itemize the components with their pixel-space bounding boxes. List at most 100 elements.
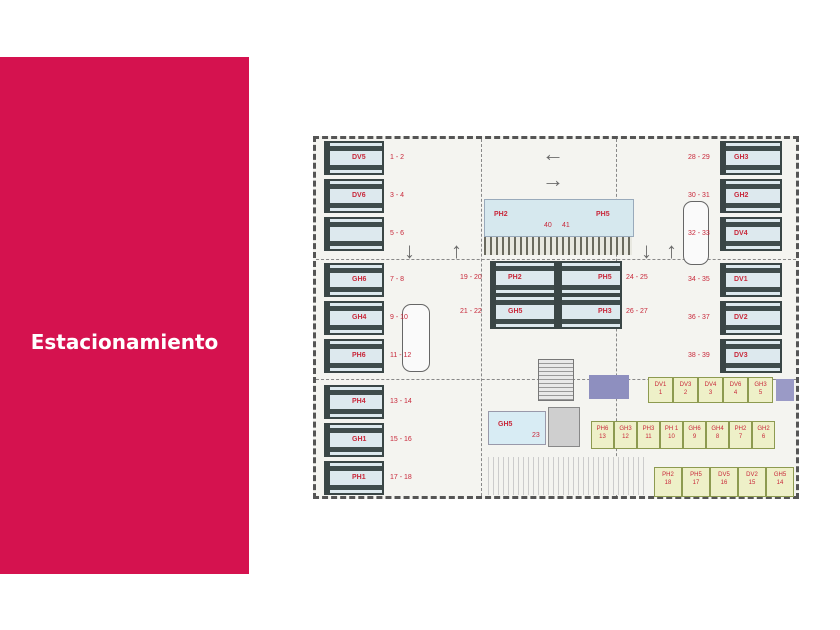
parking-stall[interactable] — [324, 263, 384, 297]
storage-unit-label: PH6 — [596, 426, 609, 432]
storage-unit-label: GH2 — [757, 426, 770, 432]
storage-unit-number: 3 — [708, 390, 713, 396]
arrow-down-icon: ↓ — [404, 238, 415, 263]
grid-line — [481, 139, 482, 496]
parking-stall[interactable] — [490, 261, 556, 295]
stall-unit-label: DV5 — [352, 154, 366, 161]
storage-unit-label: PH 1 — [664, 426, 679, 432]
storage-unit-label: GH6 — [688, 426, 701, 432]
storage-purple-block — [776, 379, 794, 401]
parking-stall[interactable] — [720, 141, 782, 175]
parking-stall[interactable] — [556, 295, 622, 329]
stall-space-numbers: 36 - 37 — [688, 314, 710, 321]
parking-stall[interactable] — [324, 339, 384, 373]
arrow-down-icon: ↓ — [641, 238, 652, 263]
arrow-left-icon: ← — [542, 141, 564, 166]
stall-unit-label: GH1 — [352, 436, 367, 443]
parking-stall[interactable] — [720, 339, 782, 373]
single-parking-space[interactable] — [488, 411, 546, 445]
upper-space-number: 41 — [562, 222, 570, 229]
storage-unit-number: 15 — [748, 480, 756, 486]
storage-unit-label: DV2 — [746, 472, 758, 478]
storage-unit-number: 5 — [758, 390, 763, 396]
stall-unit-label: DV6 — [352, 192, 366, 199]
parking-stall[interactable] — [720, 301, 782, 335]
parking-stall[interactable] — [324, 217, 384, 251]
storage-unit-number: 7 — [738, 434, 743, 440]
storage-unit-label: GH3 — [754, 382, 767, 388]
stall-space-numbers: 28 - 29 — [688, 154, 710, 161]
car-icon — [402, 304, 430, 372]
parking-stall[interactable] — [720, 263, 782, 297]
parking-stall[interactable] — [556, 261, 622, 295]
stall-unit-label: PH3 — [598, 308, 612, 315]
stall-space-numbers: 32 - 33 — [688, 230, 710, 237]
stall-space-numbers: 19 - 20 — [460, 274, 482, 281]
storage-unit-label: GH3 — [619, 426, 632, 432]
stall-unit-label: DV4 — [734, 230, 748, 237]
parking-stall[interactable] — [490, 295, 556, 329]
stall-unit-label: GH2 — [734, 192, 749, 199]
stall-unit-label: GH3 — [734, 154, 749, 161]
car-icon — [683, 201, 709, 265]
stall-space-numbers: 24 - 25 — [626, 274, 648, 281]
arrow-right-icon: → — [542, 167, 564, 192]
parking-stall[interactable] — [720, 217, 782, 251]
stall-space-numbers: 30 - 31 — [688, 192, 710, 199]
stall-space-numbers: 23 — [532, 432, 540, 439]
upper-platform — [484, 199, 634, 237]
stall-unit-label: PH1 — [352, 474, 366, 481]
parking-stall[interactable] — [324, 141, 384, 175]
copyright-watermark: ©2022 Rent-A-House Mexico — [4, 599, 192, 614]
parking-stall[interactable] — [324, 179, 384, 213]
stall-space-numbers: 15 - 16 — [390, 436, 412, 443]
storage-unit-label: GH4 — [711, 426, 724, 432]
stall-unit-label: PH6 — [352, 352, 366, 359]
storage-unit-number: 17 — [692, 480, 700, 486]
storage-unit-label: PH2 — [662, 472, 674, 478]
storage-unit-number: 11 — [645, 434, 652, 440]
grid-line — [316, 259, 796, 260]
parking-stall[interactable] — [324, 301, 384, 335]
stall-space-numbers: 17 - 18 — [390, 474, 412, 481]
storage-unit-label: PH5 — [690, 472, 702, 478]
arrow-up-icon: ↑ — [451, 238, 462, 263]
storage-unit[interactable]: PH 1 10 — [660, 421, 683, 449]
storage-unit-number: 10 — [668, 434, 675, 440]
hatched-ramp — [484, 235, 632, 255]
stall-unit-label: PH4 — [352, 398, 366, 405]
stall-unit-label: PH5 — [598, 274, 612, 281]
parking-stall[interactable] — [324, 423, 384, 457]
stall-unit-label: GH6 — [352, 276, 367, 283]
section-title: Estacionamiento — [30, 330, 219, 354]
elevator — [548, 407, 580, 447]
stall-unit-label: DV2 — [734, 314, 748, 321]
parking-stall[interactable] — [324, 461, 384, 495]
arrow-up-icon: ↑ — [666, 238, 677, 263]
parking-stall[interactable] — [720, 179, 782, 213]
parking-stall[interactable] — [324, 385, 384, 419]
storage-unit-number: 2 — [683, 390, 688, 396]
storage-unit-label: DV3 — [679, 382, 692, 388]
stall-space-numbers: 5 - 6 — [390, 230, 405, 237]
upper-unit-label: PH5 — [596, 211, 610, 218]
upper-unit-label: PH2 — [494, 211, 508, 218]
